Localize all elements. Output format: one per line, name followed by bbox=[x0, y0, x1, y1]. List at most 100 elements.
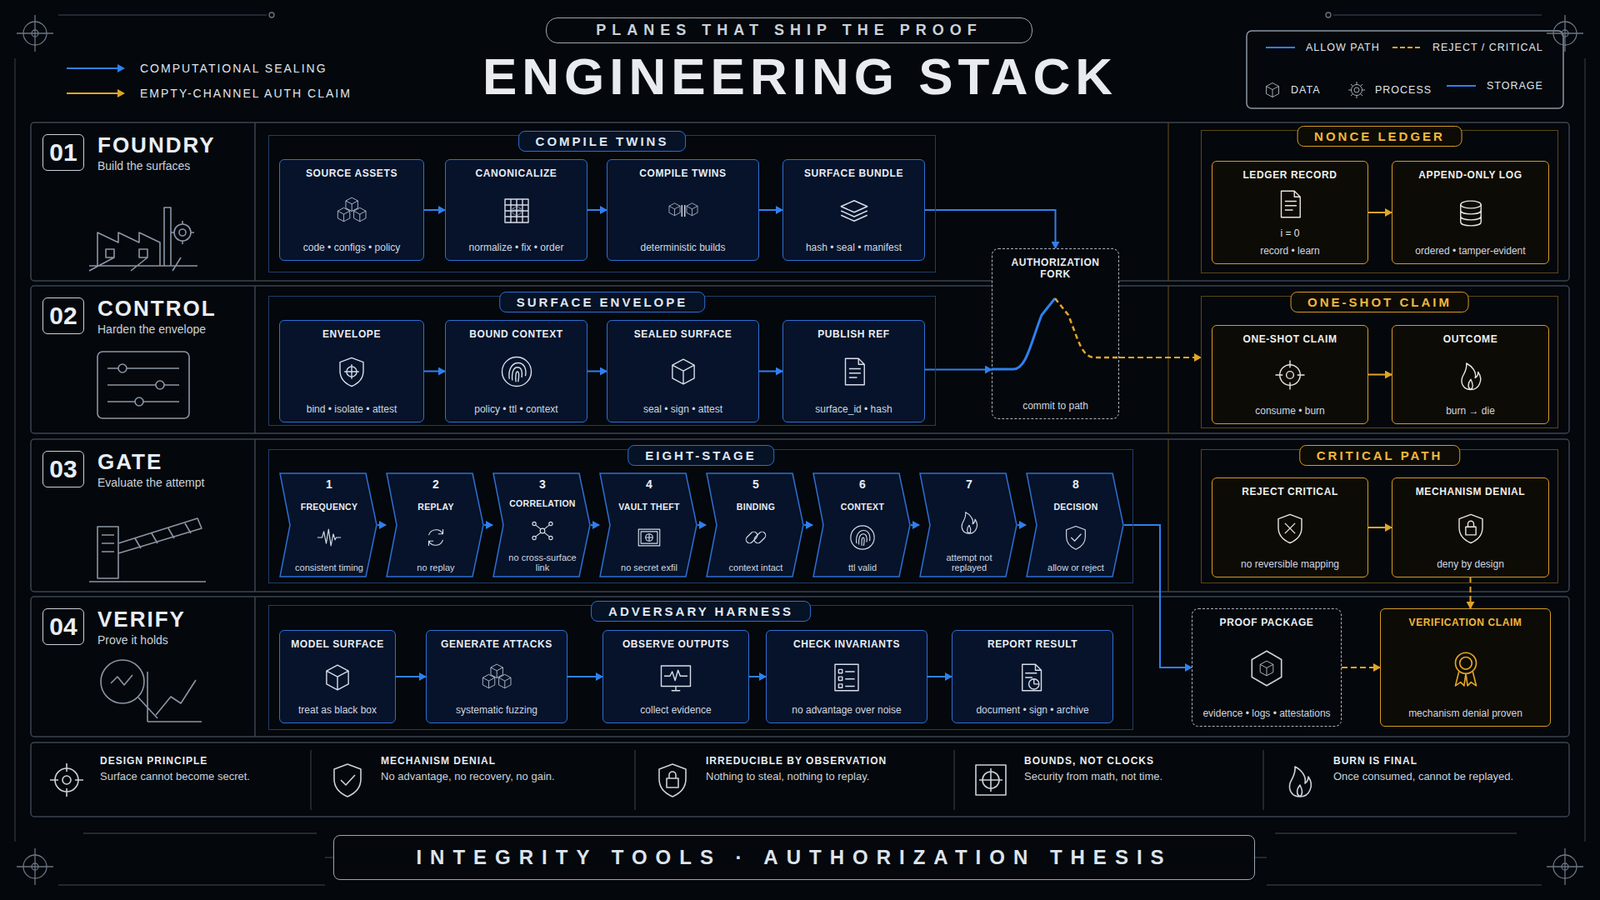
row-label: 01FOUNDRYBuild the surfaces bbox=[30, 122, 255, 281]
process-box: SURFACE BUNDLEhash • seal • manifest bbox=[782, 159, 925, 261]
layers-icon bbox=[836, 193, 872, 229]
stage-name: FREQUENCY bbox=[294, 501, 365, 512]
medal-icon bbox=[1445, 647, 1487, 690]
flow-arrow bbox=[804, 524, 813, 526]
row-name: CONTROL bbox=[97, 295, 217, 322]
target-icon bbox=[1272, 357, 1308, 393]
box-note: evidence • logs • attestations bbox=[1197, 707, 1336, 720]
proof-box: PROOF PACKAGEevidence • logs • attestati… bbox=[1191, 608, 1342, 727]
stage-number: 1 bbox=[325, 477, 333, 491]
legend-label: COMPUTATIONAL SEALING bbox=[140, 61, 328, 75]
principle-text: BOUNDS, NOT CLOCKSSecurity from math, no… bbox=[1024, 755, 1253, 783]
row-name: GATE bbox=[97, 449, 163, 475]
legend-sample bbox=[66, 62, 125, 75]
box-note: deny by design bbox=[1397, 558, 1544, 570]
stage-chevron: 1FREQUENCYconsistent timing bbox=[279, 472, 378, 578]
stage-note: attempt not replayed bbox=[934, 552, 1005, 573]
flow-arrow bbox=[1341, 666, 1380, 669]
db-icon bbox=[1453, 195, 1489, 231]
box-title: MODEL SURFACE bbox=[285, 638, 390, 650]
subtitle-pill: PLANES THAT SHIP THE PROOF bbox=[545, 17, 1033, 44]
claim-box: ONE-SHOT CLAIMconsume • burn bbox=[1211, 325, 1369, 425]
xshield-icon bbox=[1272, 510, 1308, 546]
stage-number: 7 bbox=[965, 477, 973, 491]
process-box: REPORT RESULTdocument • sign • archive bbox=[951, 630, 1114, 724]
legend-label: REJECT / CRITICAL bbox=[1432, 41, 1544, 54]
box-title: BOUND CONTEXT bbox=[450, 328, 582, 340]
gate-icon bbox=[80, 501, 206, 585]
flow-arrow bbox=[1368, 526, 1392, 529]
process-box: SOURCE ASSETScode • configs • policy bbox=[279, 159, 425, 261]
list-icon bbox=[829, 660, 865, 695]
principle-item: BOUNDS, NOT CLOCKSSecurity from math, no… bbox=[964, 748, 1256, 812]
net-icon bbox=[528, 516, 557, 545]
legend-label: EMPTY-CHANNEL AUTH CLAIM bbox=[140, 86, 352, 100]
flame-icon bbox=[1453, 357, 1489, 393]
legend-label: ALLOW PATH bbox=[1305, 41, 1380, 54]
flow-arrow bbox=[697, 524, 706, 526]
flow-arrow bbox=[1124, 525, 1192, 668]
footer-text: INTEGRITY TOOLS · AUTHORIZATION THESIS bbox=[415, 845, 1172, 870]
stage-note: ttl valid bbox=[827, 562, 898, 573]
principle-heading: IRREDUCIBLE BY OBSERVATION bbox=[705, 755, 943, 767]
box-note: hash • seal • manifest bbox=[788, 241, 920, 254]
twin-icon bbox=[665, 193, 701, 229]
principle-text: DESIGN PRINCIPLESurface cannot become se… bbox=[100, 755, 304, 783]
stage-name: CONTEXT bbox=[827, 501, 898, 512]
box-note: record • learn bbox=[1217, 245, 1363, 257]
stage-name: CORRELATION bbox=[507, 498, 578, 509]
principle-body: Nothing to steal, nothing to replay. bbox=[705, 770, 943, 783]
check-icon bbox=[1061, 523, 1090, 552]
row-label: 04VERIFYProve it holds bbox=[30, 596, 255, 737]
row-label: 03GATEEvaluate the attempt bbox=[30, 439, 255, 592]
claim-box: REJECT CRITICALno reversible mapping bbox=[1211, 477, 1369, 578]
legend-item: STORAGE bbox=[1446, 80, 1544, 92]
box-note: consume • burn bbox=[1217, 405, 1363, 417]
flow-arrow bbox=[759, 370, 783, 373]
doc-icon bbox=[836, 354, 872, 390]
stage-note: context intact bbox=[720, 562, 791, 573]
process-box: COMPILE TWINS deterministic builds bbox=[606, 159, 760, 261]
link-icon bbox=[741, 523, 770, 552]
stage-chevron: 4VAULT THEFTno secret exfil bbox=[599, 472, 698, 578]
process-box: ENVELOPEbind • isolate • attest bbox=[279, 320, 425, 423]
stage-chevron: 5BINDINGcontext intact bbox=[705, 472, 805, 578]
row-subtitle: Prove it holds bbox=[97, 633, 248, 647]
footer-banner: INTEGRITY TOOLS · AUTHORIZATION THESIS bbox=[333, 835, 1255, 880]
process-box: SEALED SURFACEseal • sign • attest bbox=[606, 320, 760, 423]
group-header: COMPILE TWINS bbox=[518, 130, 687, 152]
cubes-icon bbox=[479, 660, 515, 695]
gear-icon bbox=[1346, 80, 1367, 100]
box-note: seal • sign • attest bbox=[612, 403, 754, 415]
group-header: SURFACE ENVELOPE bbox=[499, 291, 706, 313]
principle-item: MECHANISM DENIALNo advantage, no recover… bbox=[320, 748, 625, 812]
row-number: 01 bbox=[42, 134, 85, 171]
lock-icon bbox=[652, 760, 693, 800]
claim-box: VERIFICATION CLAIMmechanism denial prove… bbox=[1380, 608, 1551, 727]
box-title: CHECK INVARIANTS bbox=[771, 638, 922, 650]
principle-text: IRREDUCIBLE BY OBSERVATION Nothing to ste… bbox=[705, 755, 943, 783]
row-subtitle: Evaluate the attempt bbox=[97, 475, 248, 490]
sliders-icon bbox=[80, 343, 206, 427]
principle-heading: DESIGN PRINCIPLE bbox=[100, 755, 304, 767]
box-note: burn → die bbox=[1397, 405, 1544, 417]
stage-number: 6 bbox=[859, 477, 866, 491]
box-title: COMPILE TWINS bbox=[612, 167, 754, 180]
box-title: REPORT RESULT bbox=[957, 638, 1108, 650]
box-note: bind • isolate • attest bbox=[285, 403, 419, 415]
cube-icon bbox=[1262, 80, 1283, 100]
check-icon bbox=[327, 760, 368, 800]
legend-sample bbox=[1446, 80, 1479, 92]
flame-icon bbox=[1280, 760, 1320, 800]
group-header: CRITICAL PATH bbox=[1299, 445, 1461, 466]
box-title: LEDGER RECORD bbox=[1217, 169, 1363, 181]
box-title: OUTCOME bbox=[1397, 333, 1544, 345]
flow-arrow bbox=[395, 675, 426, 678]
box-note: deterministic builds bbox=[612, 241, 754, 254]
legend-sample bbox=[66, 87, 125, 100]
flow-arrow bbox=[484, 524, 493, 526]
process-box: CANONICALIZEnormalize • fix • order bbox=[445, 159, 588, 261]
tsquare-icon bbox=[970, 760, 1011, 800]
flow-arrow bbox=[377, 524, 386, 526]
